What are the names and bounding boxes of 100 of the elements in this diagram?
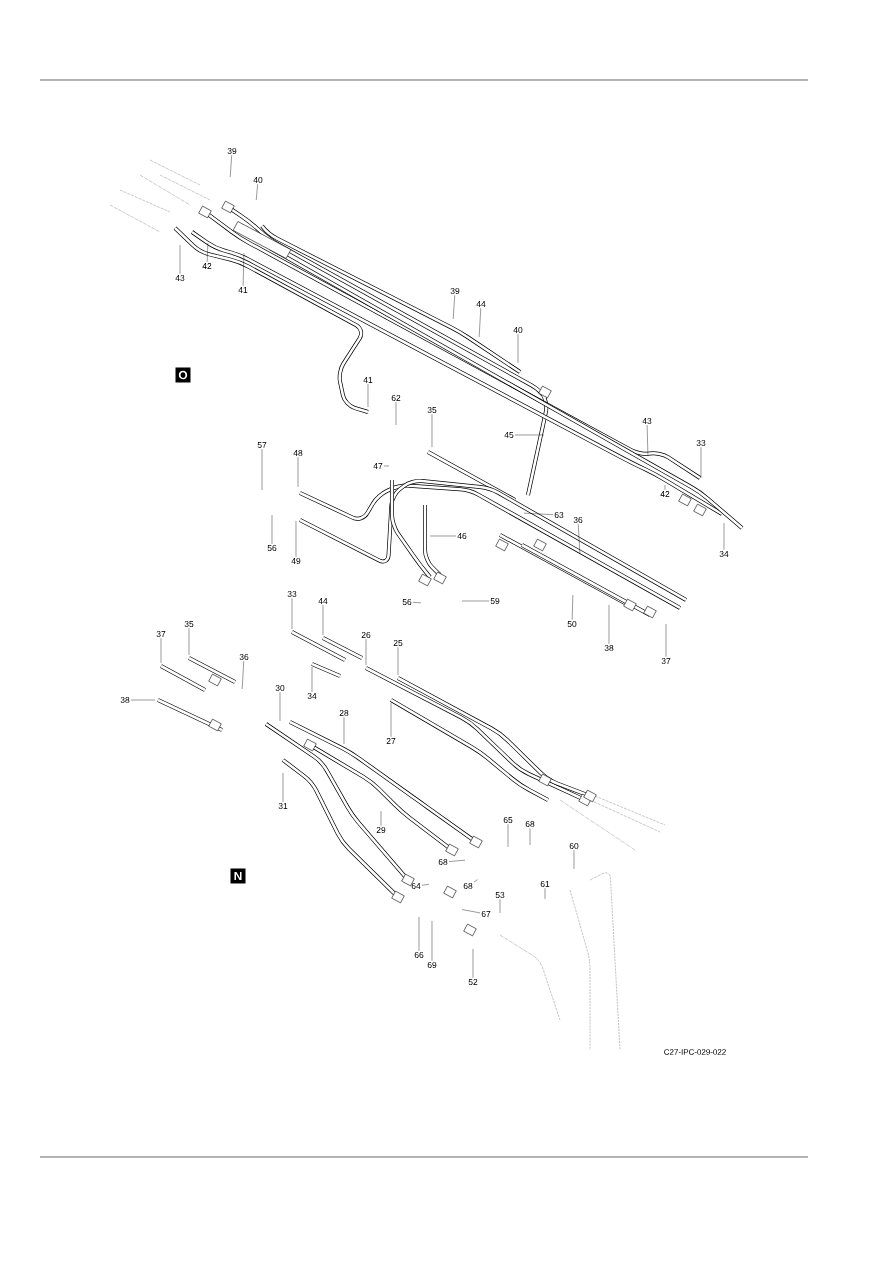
view-letter: N (230, 868, 246, 884)
callout-number: 49 (291, 558, 301, 564)
callout-number: 39 (450, 288, 460, 294)
callout-number: 37 (156, 631, 166, 637)
leader-line (271, 514, 273, 544)
leader-line (665, 623, 667, 657)
leader-line (279, 692, 281, 722)
callout-number: 44 (476, 301, 486, 307)
callout-number: 38 (120, 697, 130, 703)
callout-number: 33 (696, 440, 706, 446)
leader-line (472, 948, 474, 978)
leader-line (461, 909, 481, 914)
leader-line (523, 512, 554, 515)
callout-number: 41 (238, 287, 248, 293)
leader-line (256, 184, 258, 201)
callout-number: 44 (318, 598, 328, 604)
callout-number: 31 (278, 803, 288, 809)
leader-line (700, 447, 702, 479)
callout-number: 65 (503, 817, 513, 823)
callout-number: 68 (438, 859, 448, 865)
leader-line (608, 604, 610, 644)
leader-line (188, 628, 190, 656)
leader-line (365, 639, 367, 666)
leader-line (517, 334, 519, 364)
callout-number: 46 (457, 533, 467, 539)
leader-line (322, 604, 324, 636)
leader-line (230, 155, 232, 178)
view-letter: O (175, 367, 191, 383)
leader-line (160, 638, 162, 664)
callout-number: 47 (373, 463, 383, 469)
leader-line (429, 535, 457, 537)
callout-number: 39 (227, 148, 237, 154)
callout-number: 45 (504, 432, 514, 438)
leader-line (291, 598, 293, 630)
leader-line (261, 448, 263, 491)
leader-line (242, 252, 245, 287)
callout-number: 35 (184, 621, 194, 627)
leader-line (571, 594, 574, 620)
callout-number: 30 (275, 685, 285, 691)
leader-line (412, 602, 422, 604)
leader-line (297, 457, 299, 488)
leader-line (241, 661, 244, 690)
callout-number: 37 (661, 658, 671, 664)
callout-number: 27 (386, 738, 396, 744)
leader-line (282, 772, 284, 802)
callout-number: 25 (393, 640, 403, 646)
leader-line (473, 879, 478, 883)
callout-number: 40 (513, 327, 523, 333)
leader-line (395, 402, 397, 426)
leader-line (130, 699, 156, 701)
callout-number: 67 (481, 911, 491, 917)
callout-number: 29 (376, 827, 386, 833)
callout-number: 53 (495, 892, 505, 898)
leader-line (431, 414, 433, 448)
leader-line (343, 717, 345, 745)
callout-number: 48 (293, 450, 303, 456)
leader-line (179, 244, 181, 274)
callout-number: 62 (391, 395, 401, 401)
callout-number: 43 (642, 418, 652, 424)
callout-number: 57 (257, 442, 267, 448)
callout-number: 35 (427, 407, 437, 413)
leader-line (380, 810, 382, 826)
leader-line (507, 824, 509, 848)
callout-number: 36 (573, 517, 583, 523)
callout-number: 60 (569, 843, 579, 849)
callout-number: 34 (307, 693, 317, 699)
callout-number: 42 (660, 491, 670, 497)
leader-line (461, 600, 490, 602)
callout-number: 61 (540, 881, 550, 887)
callout-number: 41 (363, 377, 373, 383)
leader-line (453, 295, 455, 320)
callout-number: 28 (339, 710, 349, 716)
leader-line (418, 916, 420, 951)
leader-line (206, 242, 209, 263)
leader-line (390, 702, 392, 738)
callout-number: 56 (267, 545, 277, 551)
callout-number: 59 (490, 598, 500, 604)
callout-number: 26 (361, 632, 371, 638)
callout-number: 36 (239, 654, 249, 660)
leader-line (664, 484, 666, 491)
leader-line (295, 520, 297, 557)
leader-line (529, 828, 531, 846)
leader-line (514, 434, 545, 436)
leader-line (578, 524, 581, 554)
callout-number: 56 (402, 599, 412, 605)
leader-line (448, 860, 466, 862)
leader-line (397, 647, 399, 676)
leader-line (431, 920, 433, 961)
callout-number: 38 (604, 645, 614, 651)
callout-number: 64 (411, 883, 421, 889)
leader-line (383, 465, 390, 467)
leader-line (478, 307, 481, 338)
callout-number: 69 (427, 962, 437, 968)
callout-number: 33 (287, 591, 297, 597)
leader-line (723, 522, 725, 550)
leader-line (573, 850, 575, 870)
callout-number: 40 (253, 177, 263, 183)
leader-line (367, 383, 369, 408)
leader-line (421, 884, 430, 886)
callout-number: 66 (414, 952, 424, 958)
